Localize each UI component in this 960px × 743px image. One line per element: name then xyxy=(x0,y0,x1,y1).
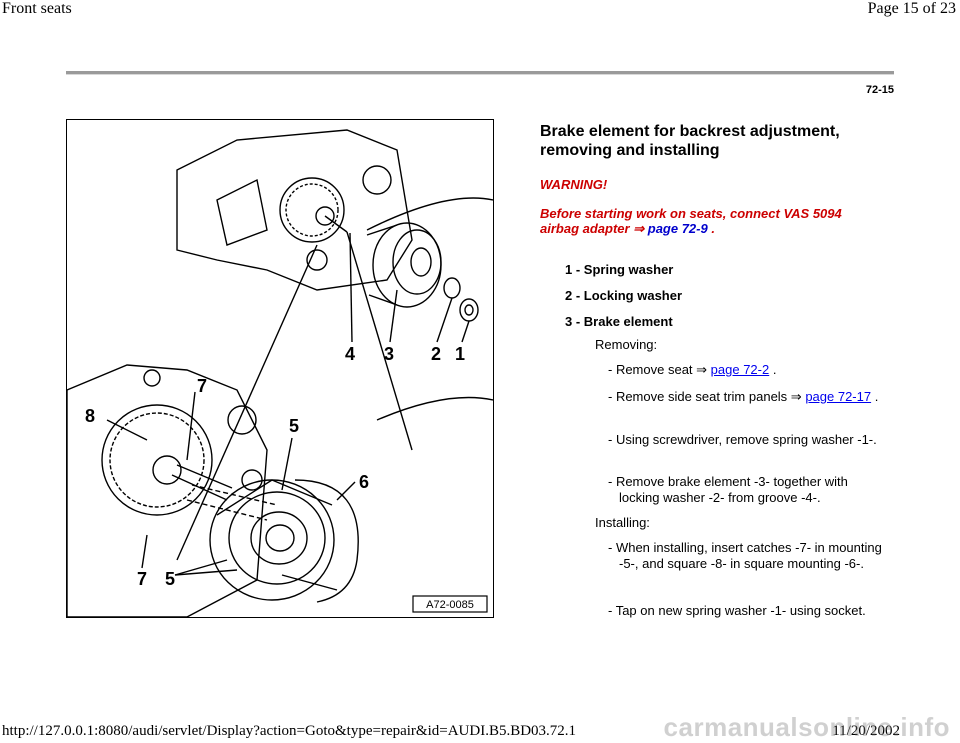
step-text: - Remove side seat trim panels ⇒ xyxy=(608,389,806,404)
removing-step-2: - Remove side seat trim panels ⇒ page 72… xyxy=(608,389,889,405)
list-item: 2 - Locking washer xyxy=(565,288,683,303)
footer-url: http://127.0.0.1:8080/audi/servlet/Displ… xyxy=(2,723,577,739)
callout-4: 4 xyxy=(345,344,355,364)
list-item: 3 - Brake element xyxy=(565,314,673,329)
page-number: 72-15 xyxy=(865,84,894,96)
callout-2: 2 xyxy=(431,344,441,364)
watermark-logo: carmanualsonline.info xyxy=(663,712,950,742)
removing-label: Removing: xyxy=(595,337,658,352)
section-title: Brake element for backrest adjustment, r… xyxy=(540,123,840,159)
removing-step-3: - Using screwdriver, remove spring washe… xyxy=(608,432,877,447)
installing-step-2: - Tap on new spring washer -1- using soc… xyxy=(608,603,866,618)
page-link-72-2[interactable]: page 72-2 xyxy=(710,362,770,377)
callout-5-lower: 5 xyxy=(165,569,175,589)
callout-3: 3 xyxy=(384,344,394,364)
installing-label: Installing: xyxy=(595,515,650,530)
warning-body: Before starting work on seats, connect V… xyxy=(540,206,842,236)
step-tail: . xyxy=(769,362,777,377)
installing-step-1: - When installing, insert catches -7- in… xyxy=(608,540,882,571)
step-tail: . xyxy=(871,389,879,404)
footer-date: 11/20/2002 xyxy=(832,723,900,739)
warning-page-link[interactable]: page 72-9 xyxy=(647,221,708,236)
removing-step-4: - Remove brake element -3- together with… xyxy=(608,474,848,505)
brake-element-diagram: A72-0085 4 3 2 1 7 8 5 6 7 5 xyxy=(66,119,494,618)
callout-6: 6 xyxy=(359,472,369,492)
diagram-drawing: A72-0085 4 3 2 1 7 8 5 6 7 5 xyxy=(67,129,493,617)
parts-list: 1 - Spring washer 2 - Locking washer 3 -… xyxy=(565,262,682,340)
page-counter: Page 15 of 23 xyxy=(867,0,956,17)
warning-tail: . xyxy=(707,221,715,236)
page-link-72-17[interactable]: page 72-17 xyxy=(805,389,872,404)
callout-7-upper: 7 xyxy=(197,376,207,396)
removing-step-1: - Remove seat ⇒ page 72-2 . xyxy=(608,362,889,378)
callout-1: 1 xyxy=(455,344,465,364)
callout-7-lower: 7 xyxy=(137,569,147,589)
callout-5-upper: 5 xyxy=(289,416,299,436)
list-item: 1 - Spring washer xyxy=(565,262,674,277)
warning-text: Before starting work on seats, connect V… xyxy=(540,206,870,236)
callout-8: 8 xyxy=(85,406,95,426)
arrow-icon: ⇒ xyxy=(633,221,645,236)
figure-code: A72-0085 xyxy=(426,599,474,611)
warning-label: WARNING! xyxy=(540,177,608,192)
step-text: - Remove seat ⇒ xyxy=(608,362,711,377)
document-title: Front seats xyxy=(2,0,72,17)
header-divider xyxy=(66,71,894,75)
